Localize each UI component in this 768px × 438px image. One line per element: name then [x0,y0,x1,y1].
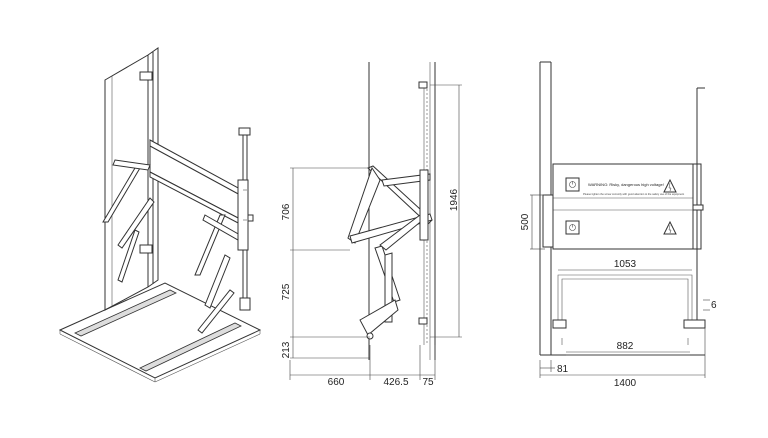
dim-706: 706 [281,203,292,220]
scissor-arm-right [194,214,226,276]
dim-6: 6 [711,300,717,311]
dim-882: 882 [617,341,634,352]
dim-500: 500 [520,213,531,230]
high-voltage-icon [663,178,677,193]
dim-81: 81 [557,364,569,375]
scissor-arm-left [102,167,141,223]
dim-426-5: 426.5 [383,377,408,388]
dim-660: 660 [328,377,345,388]
dim-1400: 1400 [614,378,637,389]
lower-frame [557,274,693,325]
warning-plate: WARNING: Risky, dangerous high voltage! … [565,177,684,235]
dim-725: 725 [281,283,292,300]
floor-groove-1 [74,289,177,337]
warning-fine-print: Please tighten the screw correctly with … [583,192,684,196]
dim-75: 75 [422,377,434,388]
front-view: WARNING: Risky, dangerous high voltage! … [520,61,717,389]
warning-text: WARNING: Risky, dangerous high voltage! [588,182,664,187]
dim-1946: 1946 [449,188,460,211]
front-panel [552,163,694,250]
floor-groove-2 [139,322,242,372]
dim-1053: 1053 [614,259,637,270]
side-view: 706 725 213 660 426.5 75 1946 [281,62,462,388]
isometric-view [58,47,262,383]
dim-213: 213 [281,341,292,358]
